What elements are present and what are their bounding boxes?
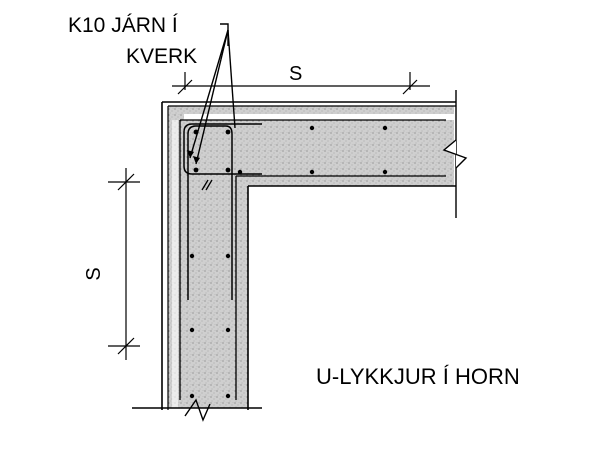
rebar-dots	[189, 125, 388, 399]
dimension-vertical	[108, 168, 140, 360]
break-mark-wall	[184, 398, 211, 422]
break-mark-slab	[442, 139, 468, 169]
wall-vertical	[168, 106, 248, 408]
dimension-horizontal	[172, 72, 430, 95]
callout-label-line1: K10 JÁRN Í	[68, 14, 178, 37]
spacing-label-vertical: S	[83, 267, 105, 280]
callout-leaders	[189, 23, 236, 165]
spacing-label-horizontal: S	[289, 63, 302, 85]
concrete-body	[168, 106, 454, 408]
callout-label-line2: KVERK	[126, 45, 197, 68]
rebar-lines	[179, 119, 446, 400]
callout-arrowheads	[187, 150, 200, 164]
caption: U-LYKKJUR Í HORN	[316, 364, 520, 389]
